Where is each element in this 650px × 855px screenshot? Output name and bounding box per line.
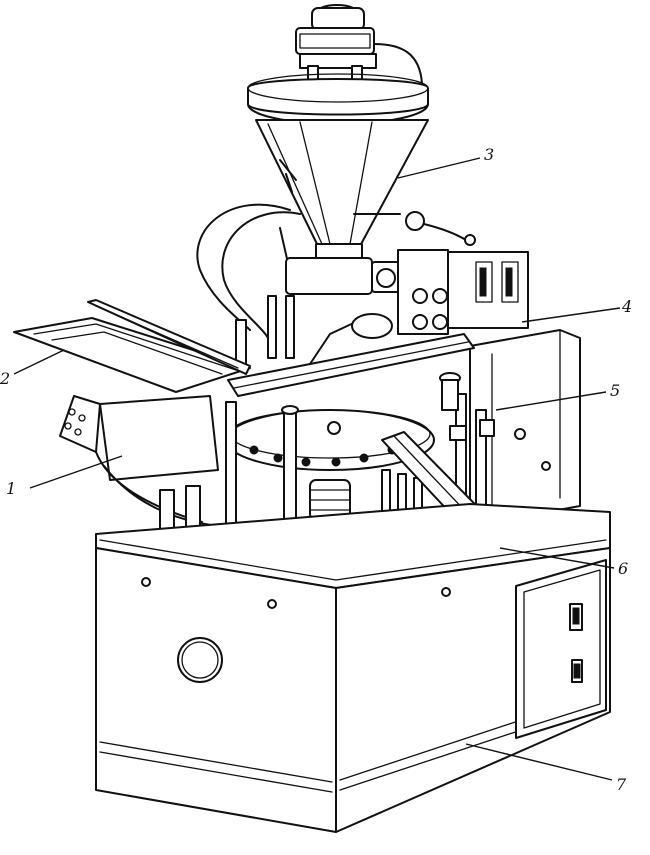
callout-3: 3 [484, 145, 494, 164]
top-motor [295, 4, 423, 85]
callout-4: 4 [621, 297, 632, 316]
dosing-unit [196, 203, 529, 365]
callout-7: 7 [616, 775, 627, 794]
leader-4 [521, 307, 621, 323]
callouts: 1 2 3 4 5 6 7 [0, 145, 632, 794]
callout-6: 6 [618, 559, 628, 578]
leader-6 [499, 547, 615, 569]
leader-2 [13, 349, 65, 375]
tube-magazine [59, 395, 219, 527]
callout-1: 1 [6, 479, 16, 498]
base-cabinet [95, 503, 611, 833]
cross-beam [227, 313, 475, 397]
leader-7 [465, 743, 613, 781]
leader-1 [29, 455, 123, 489]
leader-5 [495, 391, 607, 411]
callout-5: 5 [610, 381, 620, 400]
tube-conveyor [13, 299, 251, 393]
hopper [247, 73, 476, 267]
leader-3 [397, 157, 481, 179]
callout-2: 2 [0, 369, 10, 388]
